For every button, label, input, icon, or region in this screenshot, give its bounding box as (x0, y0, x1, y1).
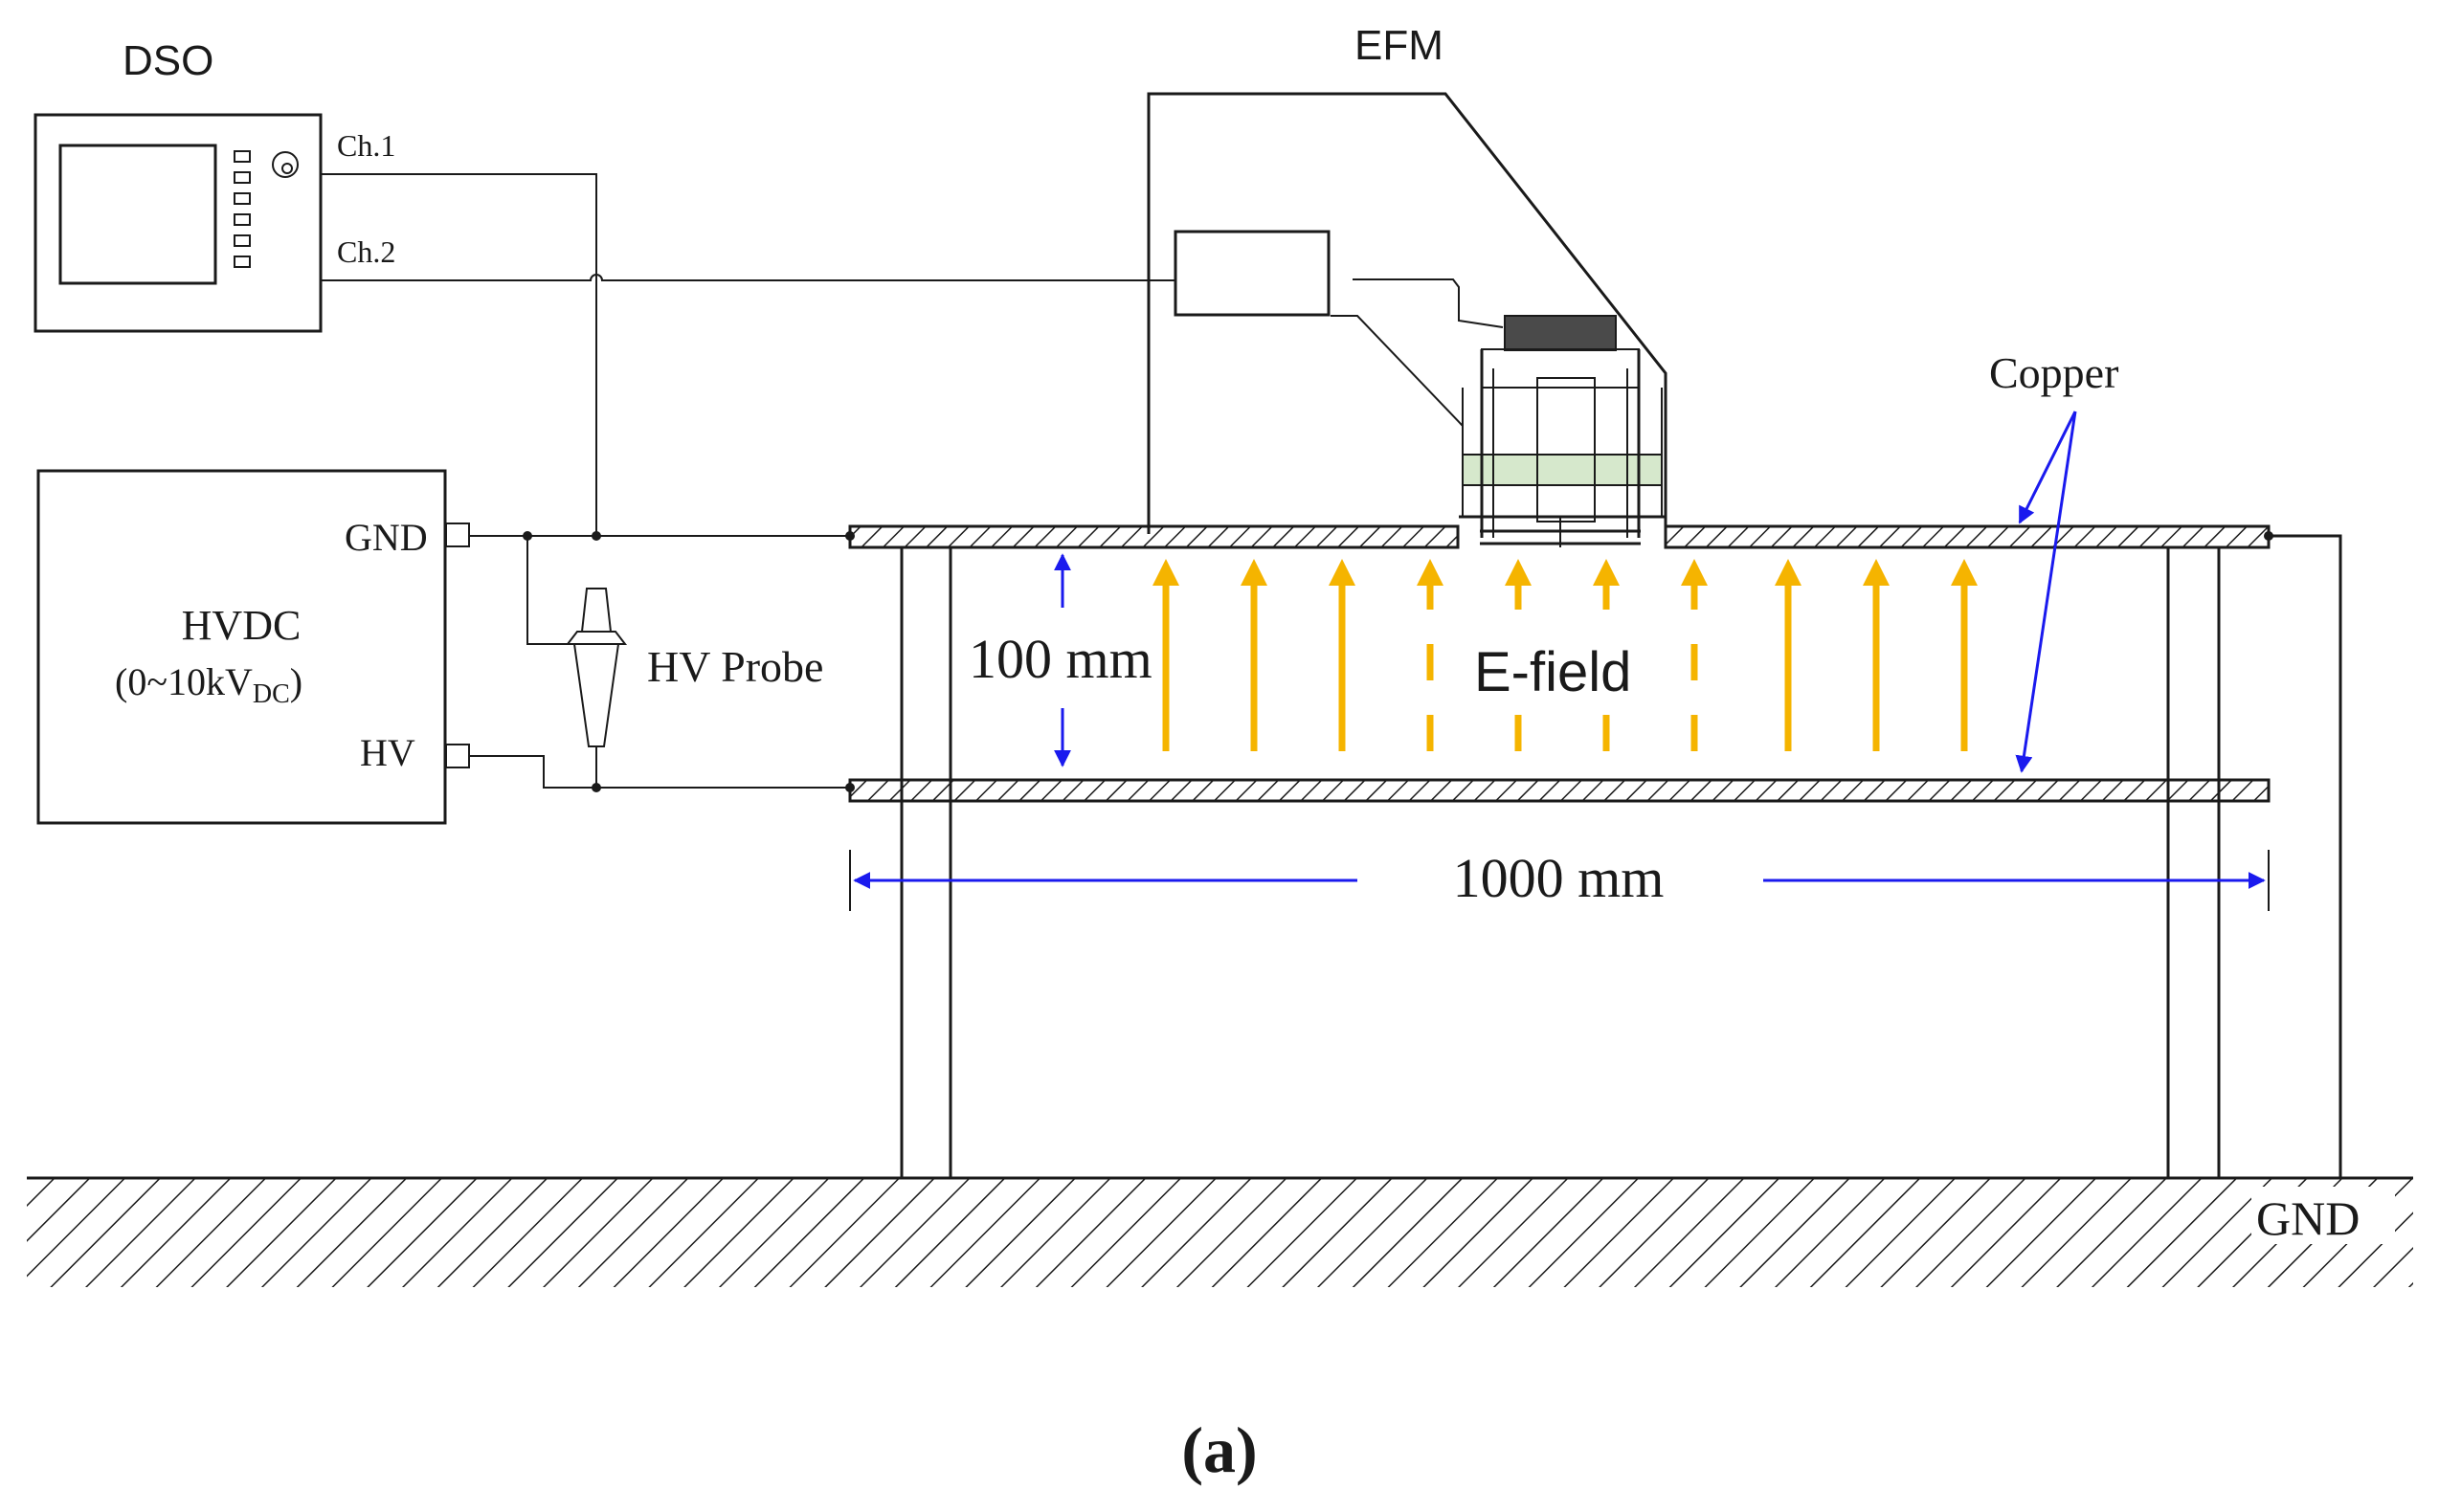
hv-terminal (445, 744, 470, 768)
copper-pointer-top (2018, 411, 2077, 524)
copper-label: Copper (1989, 348, 2118, 397)
ground-label: GND (2256, 1191, 2360, 1245)
efm-electronics-box (1174, 230, 1331, 317)
hv-probe-label: HV Probe (647, 642, 823, 691)
hvdc-label: HVDC (182, 602, 302, 649)
bottom-copper-plate (848, 778, 2271, 803)
efm-sensor-head (1459, 315, 1666, 547)
ground-hatch (27, 1178, 2413, 1287)
dso-screen (58, 144, 217, 285)
ground-wire (2269, 534, 2342, 1177)
dso-knob-icon (272, 151, 299, 178)
hv-probe (565, 588, 628, 788)
copper-pointer-bottom (2015, 411, 2077, 773)
ch1-cable (321, 173, 597, 531)
gap-label: 100 mm (969, 628, 1152, 690)
efield-arrows (1152, 559, 1978, 751)
dso-oscilloscope (34, 113, 323, 333)
gnd-terminal-label: GND (345, 516, 428, 559)
ch2-label: Ch.2 (337, 234, 395, 269)
figure-caption: (a) (1181, 1413, 1257, 1486)
dso-label: DSO (123, 37, 213, 84)
top-copper-plate (848, 524, 2271, 549)
hv-terminal-label: HV (360, 731, 415, 774)
ch2-cable (321, 274, 1175, 281)
efield-label: E-field (1474, 641, 1631, 703)
hvdc-supply (36, 469, 447, 825)
gnd-terminal (445, 523, 470, 547)
ch1-label: Ch.1 (337, 128, 395, 163)
hvdc-range: (0~10kVDC) (115, 660, 302, 709)
efm-label: EFM (1354, 22, 1443, 69)
width-label: 1000 mm (1453, 847, 1665, 909)
plate-supports (900, 547, 2221, 1177)
